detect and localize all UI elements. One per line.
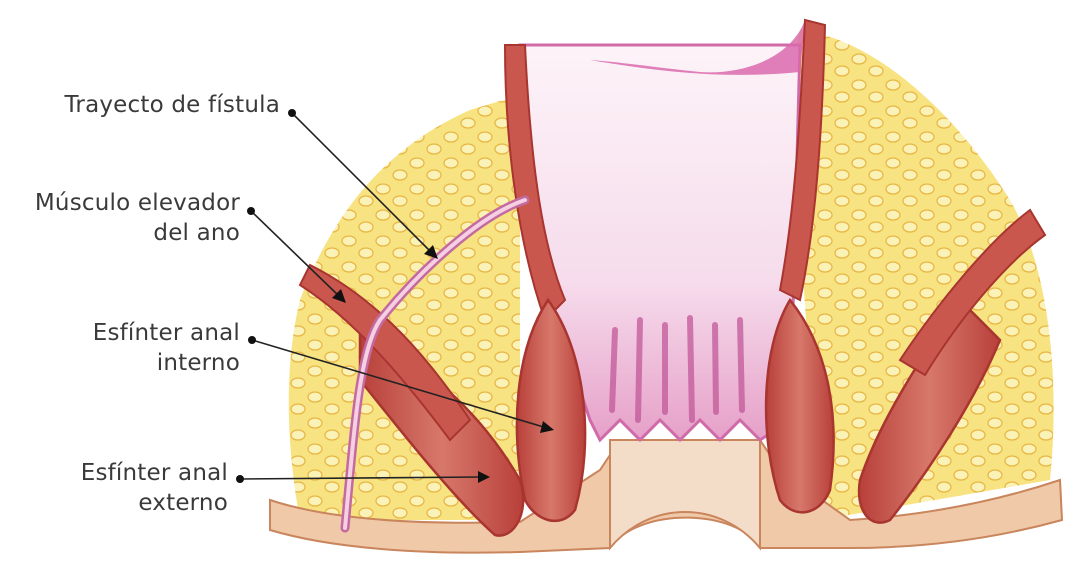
label-levator-ani: Músculo elevador del ano [0,188,240,248]
dot-levator [247,207,255,215]
dot-external [236,475,244,483]
label-internal-sphincter-line1: Esfínter anal [40,318,240,348]
label-internal-sphincter: Esfínter anal interno [40,318,240,378]
label-levator-ani-line2: del ano [0,218,240,248]
label-external-sphincter: Esfínter anal externo [30,458,228,518]
label-internal-sphincter-line2: interno [40,348,240,378]
label-fistula-tract-line1: Trayecto de fístula [30,90,280,120]
label-levator-ani-line1: Músculo elevador [0,188,240,218]
leader-dots [236,109,296,483]
dot-internal [248,336,256,344]
label-external-sphincter-line2: externo [30,488,228,518]
label-external-sphincter-line1: Esfínter anal [30,458,228,488]
label-fistula-tract: Trayecto de fístula [30,90,280,120]
dot-fistula [288,109,296,117]
anal-canal [610,440,760,548]
